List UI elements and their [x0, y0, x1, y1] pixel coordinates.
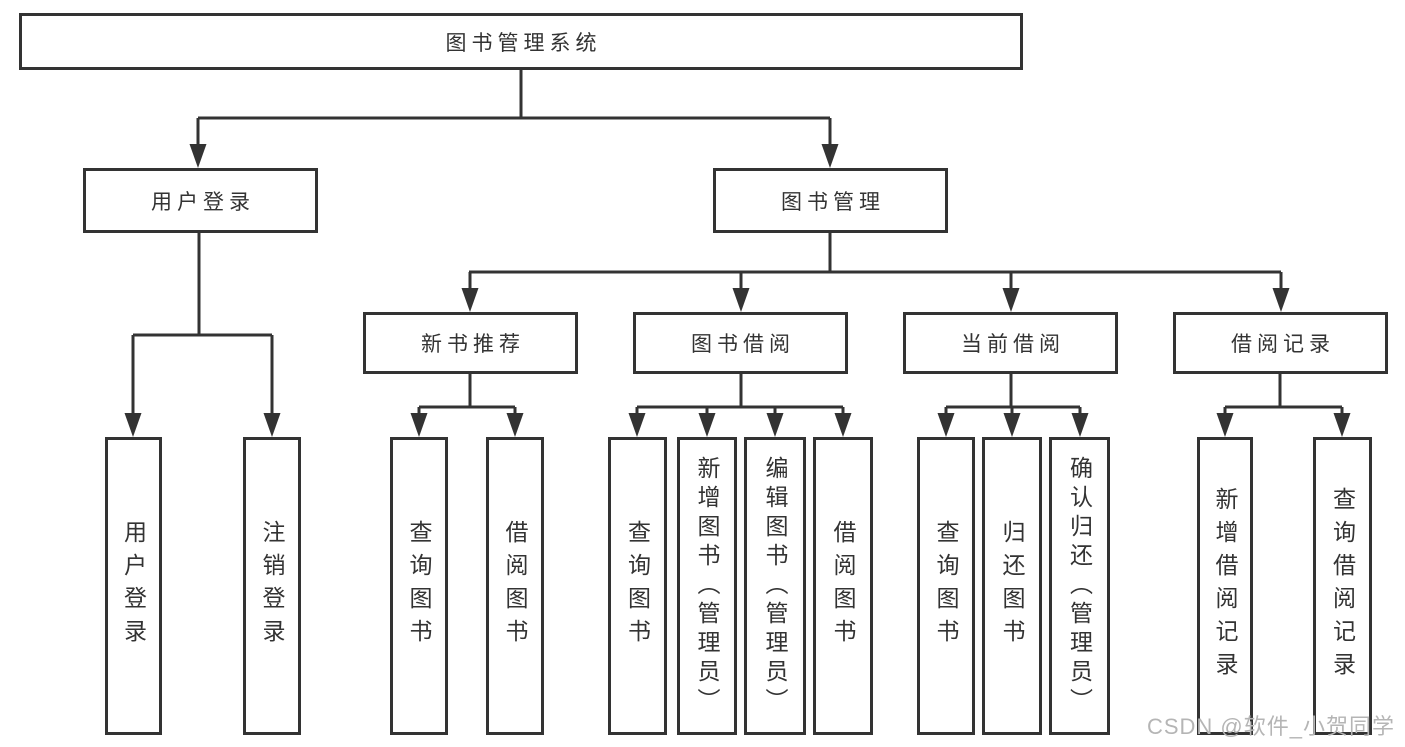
- arrowhead: [937, 413, 955, 437]
- arrowhead: [1003, 413, 1021, 437]
- node-leaf-query-borrow-record: 查询借阅记录: [1313, 437, 1372, 735]
- node-leaf-borrow-book: 借阅图书: [813, 437, 873, 735]
- arrowhead: [189, 144, 207, 168]
- connector-root-to-level2: [196, 70, 832, 146]
- node-leaf-confirm-return-admin: 确认归还（管理员）: [1049, 437, 1110, 735]
- node-leaf-add-borrow-record: 新增借阅记录: [1197, 437, 1253, 735]
- arrowhead: [461, 288, 479, 312]
- node-leaf-add-book-admin: 新增图书（管理员）: [677, 437, 737, 735]
- arrowhead: [628, 413, 646, 437]
- arrowhead: [1071, 413, 1089, 437]
- connector-borrow-record-to-leaves: [1223, 374, 1344, 415]
- arrowhead: [410, 413, 428, 437]
- node-leaf-return-book: 归还图书: [982, 437, 1042, 735]
- arrowhead: [124, 413, 142, 437]
- arrowhead: [834, 413, 852, 437]
- node-leaf-user-login: 用户登录: [105, 437, 162, 735]
- node-leaf-logout: 注销登录: [243, 437, 301, 735]
- arrowhead: [821, 144, 839, 168]
- node-current-borrow: 当前借阅: [903, 312, 1118, 374]
- arrowhead: [766, 413, 784, 437]
- node-borrow-record: 借阅记录: [1173, 312, 1388, 374]
- arrowhead: [1216, 413, 1234, 437]
- node-root-system: 图书管理系统: [19, 13, 1023, 70]
- node-user-login: 用户登录: [83, 168, 318, 233]
- arrowhead: [263, 413, 281, 437]
- connector-new-book-recommend-to-leaves: [417, 374, 517, 415]
- arrowhead: [698, 413, 716, 437]
- connector-book-management-to-level3: [468, 233, 1283, 290]
- connector-current-borrow-to-leaves: [944, 374, 1082, 415]
- node-book-management: 图书管理: [713, 168, 948, 233]
- connector-user-login-to-leaves: [131, 233, 274, 415]
- arrowhead: [732, 288, 750, 312]
- node-book-borrow: 图书借阅: [633, 312, 848, 374]
- arrowhead: [1272, 288, 1290, 312]
- arrowhead: [1002, 288, 1020, 312]
- node-new-book-recommend: 新书推荐: [363, 312, 578, 374]
- node-leaf-borrow-book-recommend: 借阅图书: [486, 437, 544, 735]
- node-leaf-query-book-recommend: 查询图书: [390, 437, 448, 735]
- arrowhead: [506, 413, 524, 437]
- node-leaf-edit-book-admin: 编辑图书（管理员）: [744, 437, 806, 735]
- arrowhead: [1333, 413, 1351, 437]
- connector-book-borrow-to-leaves: [635, 374, 845, 415]
- node-leaf-query-book-borrow: 查询图书: [608, 437, 667, 735]
- node-leaf-query-book-current: 查询图书: [917, 437, 975, 735]
